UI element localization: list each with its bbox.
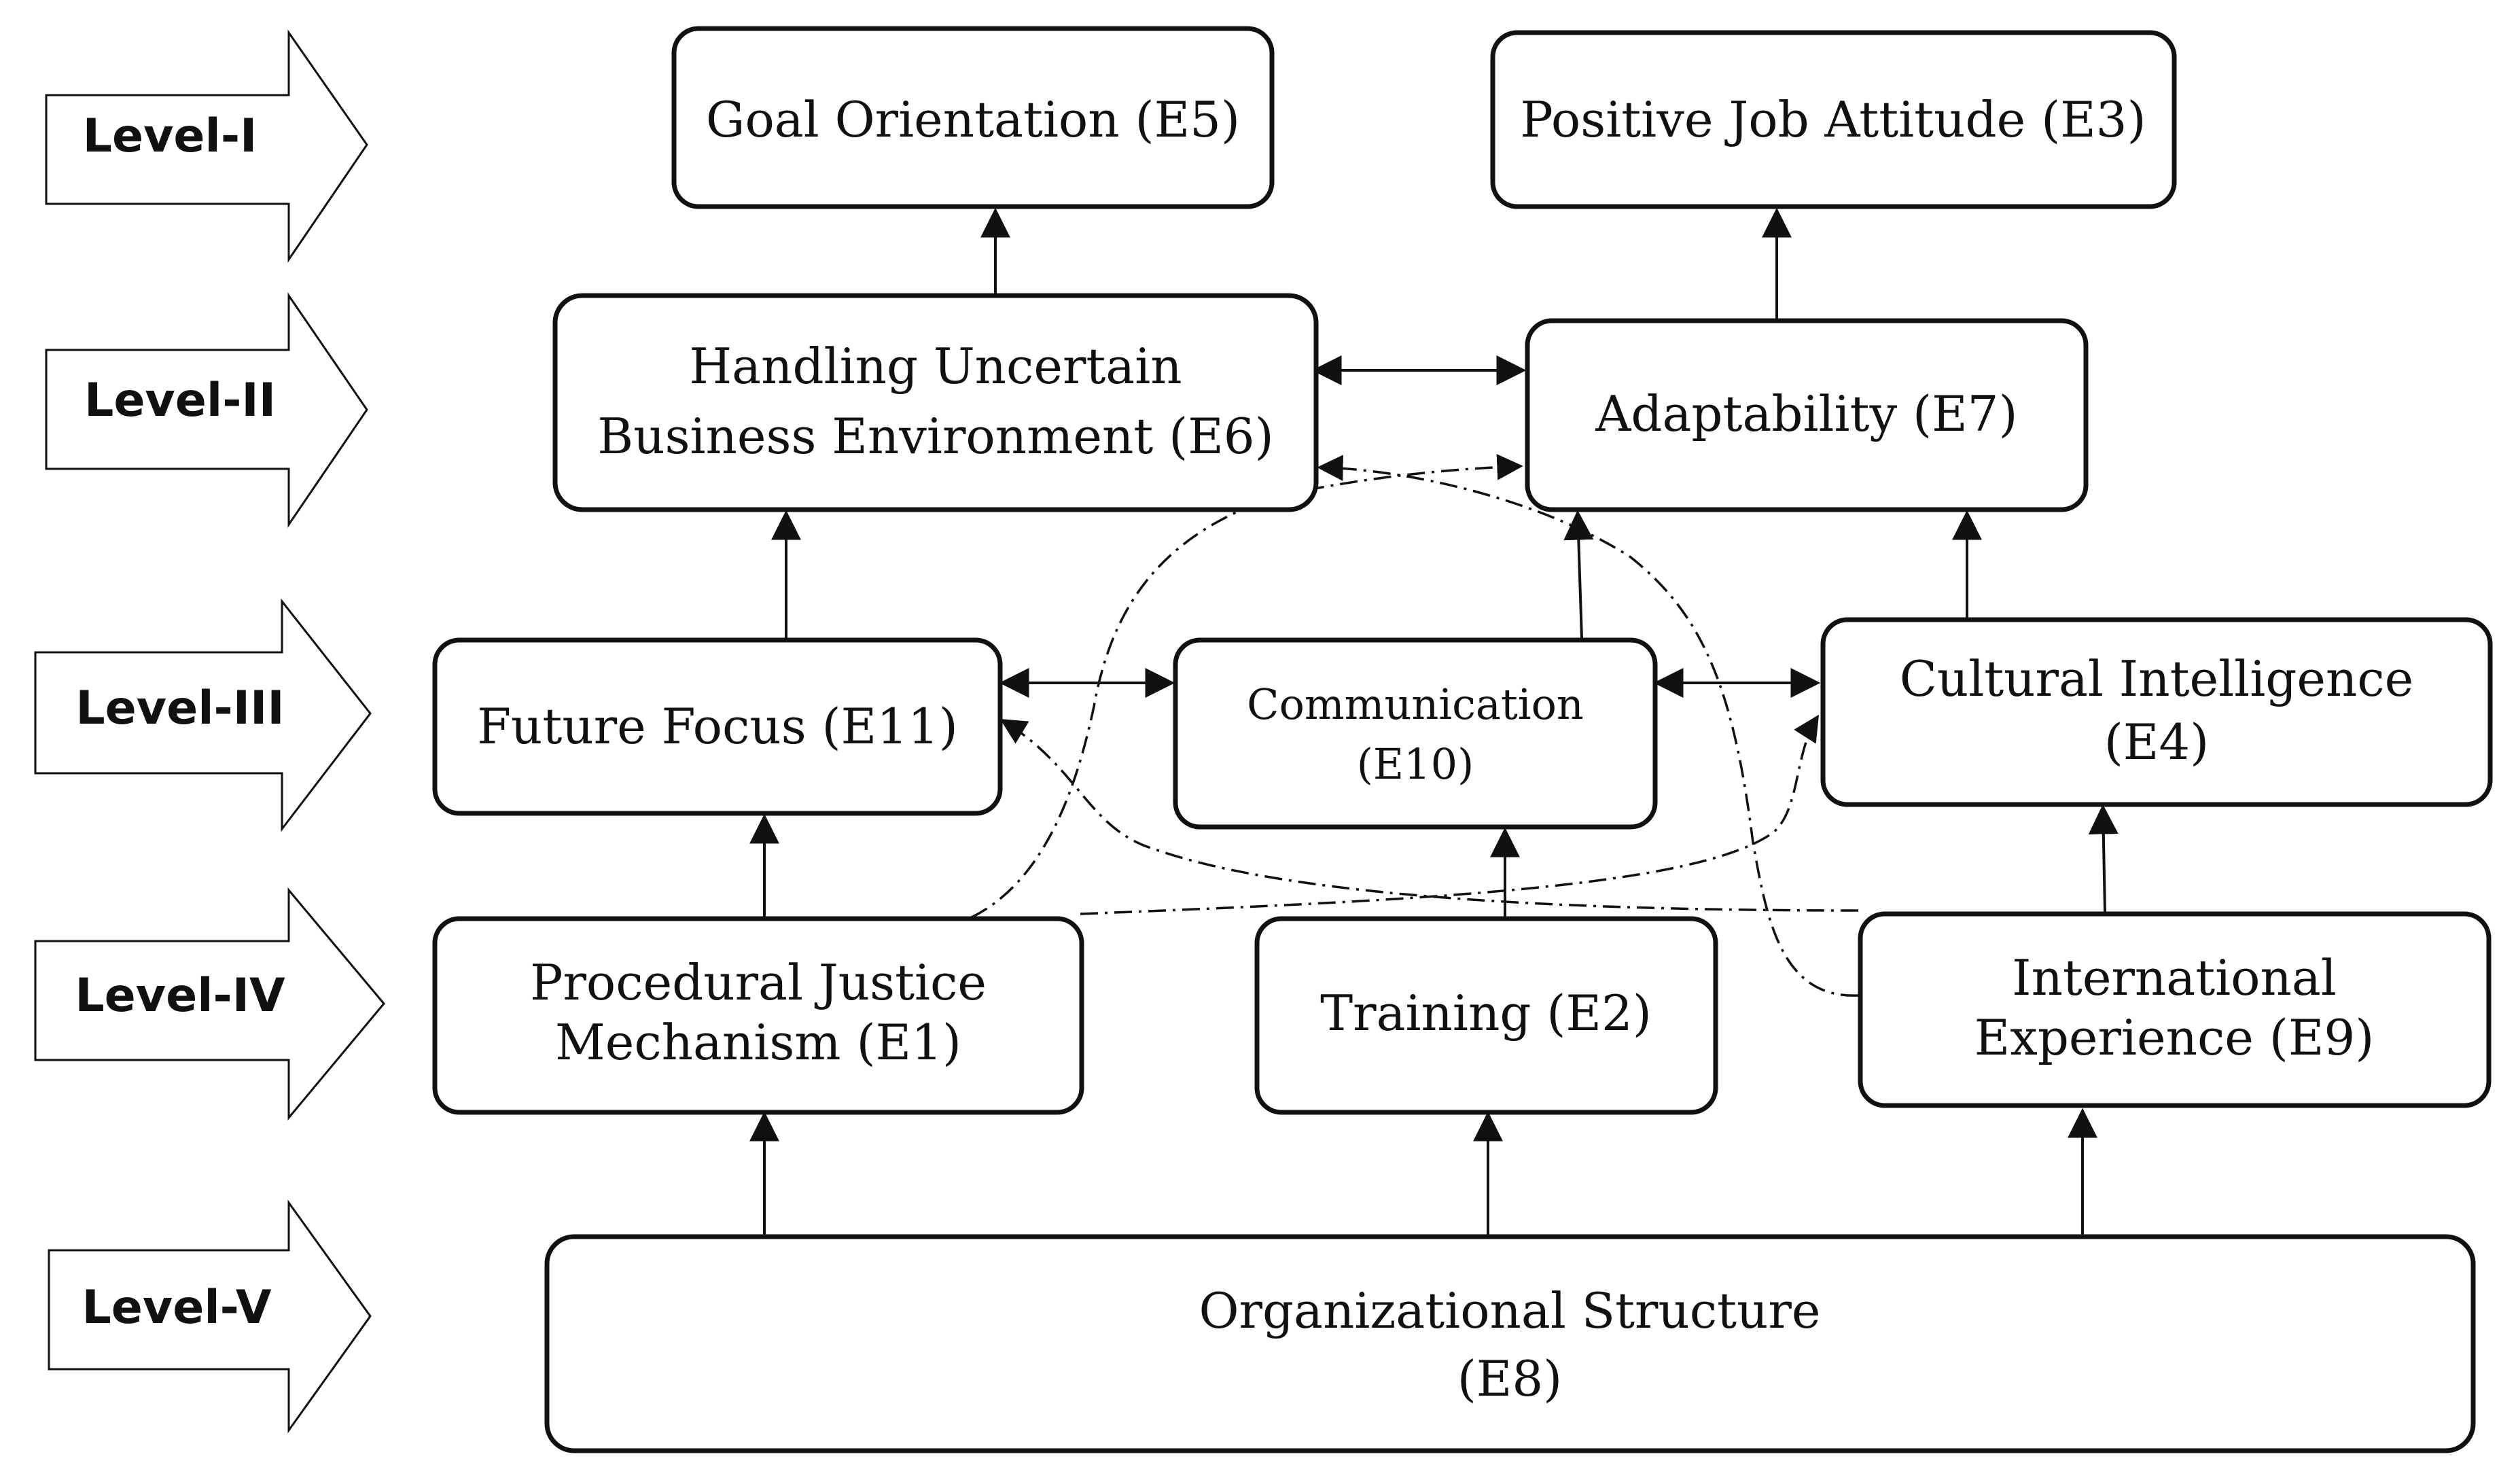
- edge-e1-e4: [1080, 714, 1820, 915]
- solid-edges: [749, 207, 2119, 1235]
- edge-e10-e7: [1563, 510, 1594, 639]
- node-e9: International Experience (E9): [1858, 911, 2492, 1108]
- edge-e9-e4: [2088, 804, 2119, 913]
- level-label-1: Level-I: [83, 109, 258, 163]
- node-e8: Organizational Structure (E8): [544, 1234, 2476, 1453]
- node-label: Mechanism (E1): [555, 1014, 961, 1071]
- node-e10: Communication (E10): [1173, 637, 1658, 830]
- node-label: (E8): [1457, 1350, 1563, 1407]
- level-label-5: Level-V: [82, 1281, 271, 1335]
- node-label: Communication: [1247, 679, 1584, 729]
- node-label: Training (E2): [1320, 985, 1652, 1042]
- level-label-4: Level-IV: [75, 969, 285, 1023]
- node-label: (E4): [2104, 713, 2210, 771]
- edge-e9-e6: [1317, 455, 1859, 997]
- node-e5: Goal Orientation (E5): [671, 26, 1275, 209]
- node-label: International: [2012, 949, 2337, 1006]
- node-label: Business Environment (E6): [597, 408, 1273, 465]
- level-arrow-2: Level-II: [45, 292, 368, 528]
- dash-dot-edges: [971, 454, 1859, 997]
- level-arrow-3: Level-III: [34, 598, 372, 832]
- level-arrow-4: Level-IV: [34, 887, 385, 1121]
- node-e11: Future Focus (E11): [432, 637, 1003, 816]
- node-e6: Handling Uncertain Business Environment …: [552, 293, 1319, 512]
- node-label: Cultural Intelligence: [1900, 650, 2414, 707]
- node-label: Future Focus (E11): [477, 698, 958, 755]
- node-label: (E10): [1357, 739, 1474, 789]
- level-label-2: Level-II: [84, 374, 276, 427]
- node-label: Organizational Structure: [1199, 1282, 1821, 1339]
- node-label: Handling Uncertain: [689, 338, 1182, 395]
- node-e3: Positive Job Attitude (E3): [1490, 30, 2177, 209]
- node-e7: Adaptability (E7): [1525, 318, 2089, 512]
- node-label: Goal Orientation (E5): [706, 91, 1240, 148]
- node-label: Positive Job Attitude (E3): [1520, 91, 2146, 148]
- level-arrow-1: Level-I: [45, 29, 368, 263]
- node-label: Experience (E9): [1974, 1009, 2375, 1066]
- level-label-3: Level-III: [75, 682, 284, 735]
- node-label: Adaptability (E7): [1595, 385, 2017, 442]
- node-label: Procedural Justice: [530, 954, 987, 1011]
- node-e2: Training (E2): [1254, 916, 1718, 1115]
- edge-e9-e11: [999, 718, 1859, 912]
- level-arrow-5: Level-V: [48, 1199, 372, 1434]
- node-e4: Cultural Intelligence (E4): [1820, 617, 2493, 807]
- node-e1: Procedural Justice Mechanism (E1): [432, 916, 1084, 1115]
